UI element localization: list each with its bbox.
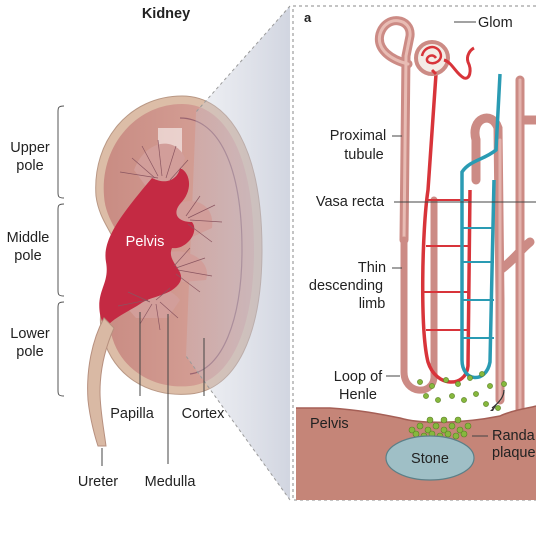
lower-pole-label-line2: pole (16, 344, 43, 360)
middle-pole-label-line2: pole (14, 248, 41, 264)
thin-limb-label-line2: descending (309, 278, 383, 294)
medulla-label: Medulla (145, 474, 197, 490)
glomerulus-label: Glom (478, 15, 513, 31)
deposit-arrow (491, 389, 505, 409)
renal-pelvis (99, 168, 195, 330)
randall-label-line1: Randa (492, 428, 536, 444)
upper-pole-label-line1: Upper (10, 140, 50, 156)
ureter-label: Ureter (78, 474, 118, 490)
loop-henle-label-line1: Loop of (334, 369, 383, 385)
proximal-tubule-label-line1: Proximal (330, 128, 386, 144)
vasa-recta-label: Vasa recta (316, 194, 385, 210)
proximal-tubule-label-line2: tubule (344, 147, 384, 163)
deposit-arrowhead (490, 404, 497, 411)
detail-pelvis-label: Pelvis (310, 416, 349, 432)
upper-pole-bracket (57, 105, 65, 199)
vasa-recta-artery-branches (424, 199, 470, 331)
tubule-highlight (498, 78, 522, 422)
cortex-label: Cortex (182, 406, 225, 422)
pelvis-label: Pelvis (126, 234, 165, 250)
stone-label: Stone (411, 451, 449, 467)
thin-limb-label-line3: limb (359, 296, 386, 312)
lower-pole-bracket (57, 301, 65, 397)
middle-pole-bracket (57, 203, 65, 297)
loop-henle-label-line2: Henle (339, 387, 377, 403)
stone (385, 435, 475, 481)
vasa-recta-vein-branches (462, 227, 494, 339)
loop-of-henle (400, 196, 438, 394)
vasa-recta-artery (421, 73, 472, 384)
pelvis-surface (296, 405, 536, 424)
lower-pole-label-line1: Lower (10, 326, 50, 342)
thin-limb-label-line1: Thin (358, 260, 386, 276)
upper-pole-label-line2: pole (16, 158, 43, 174)
zoom-projection (186, 6, 290, 500)
crystal-deposits (408, 371, 507, 440)
ureter (87, 317, 115, 447)
glomerulus (414, 40, 475, 80)
vasa-recta-vein (460, 73, 502, 380)
papilla-rays (117, 139, 223, 331)
panel-letter: a (304, 10, 312, 25)
middle-pole-label-line1: Middle (7, 230, 50, 246)
randall-label-line2: plaque (492, 445, 536, 461)
proximal-tubule-highlight (377, 19, 412, 242)
papilla-label: Papilla (110, 406, 154, 422)
kidney-title: Kidney (142, 6, 190, 22)
